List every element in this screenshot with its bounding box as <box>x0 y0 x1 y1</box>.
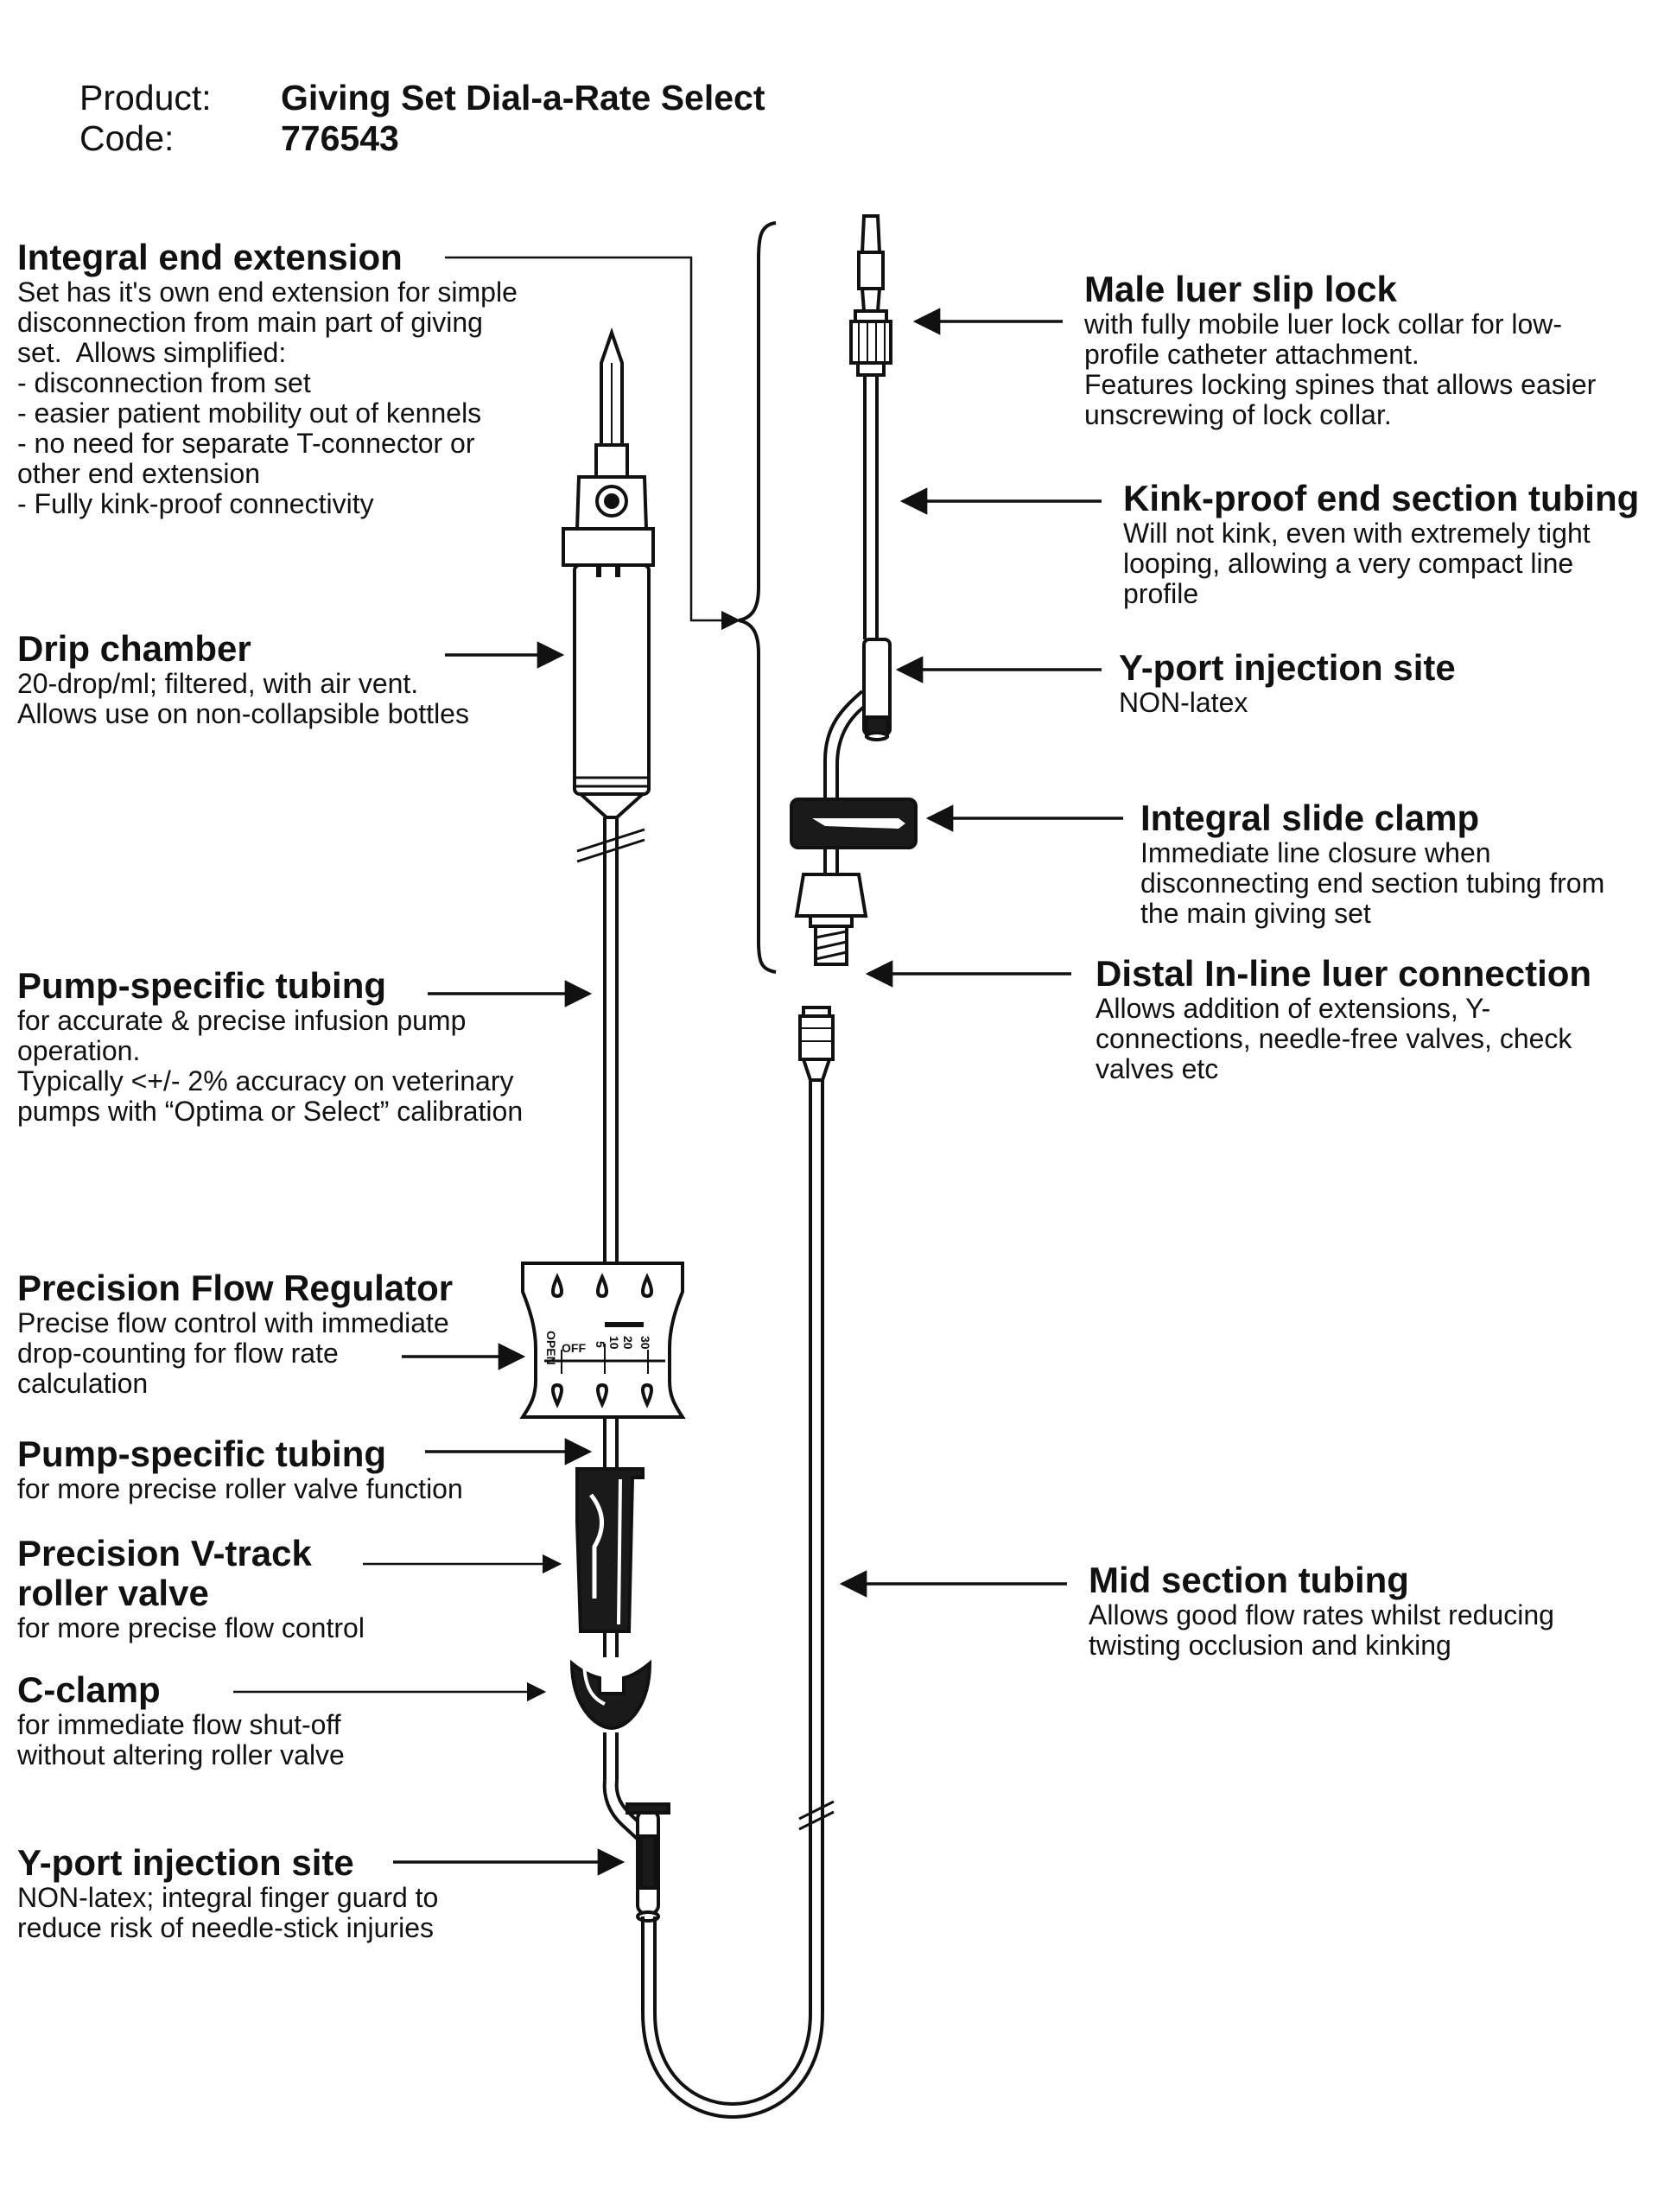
annotation-roller-valve: Precision V-track roller valve for more … <box>17 1534 365 1643</box>
annotation-desc: Set has it's own end extension for simpl… <box>17 276 518 519</box>
lower-y-port <box>626 1802 670 1923</box>
annotation-distal-luer: Distal In-line luer connection Allows ad… <box>1096 954 1591 1084</box>
leader-lines <box>233 256 1123 1876</box>
drip-chamber <box>562 475 655 819</box>
male-luer-slip-lock <box>849 214 892 377</box>
annotation-title: Male luer slip lock <box>1084 269 1397 309</box>
roller-valve <box>575 1467 645 1633</box>
scale-off: OFF <box>562 1341 586 1355</box>
annotation-flow-regulator: Precision Flow Regulator Precise flow co… <box>17 1268 453 1399</box>
annotation-desc: 20-drop/ml; filtered, with air vent. All… <box>17 668 469 729</box>
annotation-desc: with fully mobile luer lock collar for l… <box>1084 308 1597 430</box>
product-label: Product: <box>79 78 212 118</box>
annotation-desc: Immediate line closure when disconnectin… <box>1140 837 1605 929</box>
annotation-desc: for accurate & precise infusion pump ope… <box>17 1005 524 1127</box>
annotation-title: Pump-specific tubing <box>17 965 387 1006</box>
scale-30: 30 <box>638 1336 652 1350</box>
annotation-desc: NON-latex; integral finger guard to redu… <box>17 1882 439 1943</box>
c-clamp <box>569 1658 652 1731</box>
annotation-kink-proof: Kink-proof end section tubing Will not k… <box>1123 479 1639 609</box>
annotation-title: Integral slide clamp <box>1140 798 1480 838</box>
annotation-title: Pump-specific tubing <box>17 1433 387 1474</box>
scale-10: 10 <box>607 1336 621 1350</box>
kink-proof-tubing <box>823 375 879 847</box>
annotation-desc: for more precise roller valve function <box>17 1473 463 1504</box>
end-connector <box>794 848 868 966</box>
annotation-desc: Will not kink, even with extremely tight… <box>1123 518 1591 609</box>
regulator-scale: OPEN OFF 5 10 20 30 <box>544 1331 652 1365</box>
annotation-mid-section: Mid section tubing Allows good flow rate… <box>1089 1560 1554 1661</box>
annotation-drip-chamber: Drip chamber 20-drop/ml; filtered, with … <box>17 629 469 729</box>
distal-female-luer <box>798 1006 835 1082</box>
product-code: 776543 <box>281 118 399 158</box>
annotation-title-line2: roller valve <box>17 1573 209 1613</box>
annotation-desc: NON-latex <box>1119 687 1248 718</box>
annotation-y-port-lower: Y-port injection site NON-latex; integra… <box>17 1843 438 1943</box>
flow-regulator <box>519 1262 686 1419</box>
annotation-title: Y-port injection site <box>1119 647 1456 688</box>
annotation-title: C-clamp <box>17 1669 161 1710</box>
annotation-y-port-upper: Y-port injection site NON-latex <box>1119 648 1456 718</box>
annotation-title: Mid section tubing <box>1089 1560 1409 1600</box>
spike <box>594 327 629 480</box>
upper-y-port <box>862 638 892 741</box>
loop-tubing <box>641 1037 835 2119</box>
annotation-pump-tubing-2: Pump-specific tubing for more precise ro… <box>17 1434 463 1504</box>
annotation-title: Y-port injection site <box>17 1842 354 1883</box>
annotation-title: Integral end extension <box>17 237 403 277</box>
annotation-integral-end-extension: Integral end extension Set has it's own … <box>17 238 518 519</box>
annotation-title: Precision Flow Regulator <box>17 1268 454 1308</box>
annotation-male-luer: Male luer slip lock with fully mobile lu… <box>1084 270 1596 430</box>
annotation-title: Kink-proof end section tubing <box>1123 478 1640 518</box>
scale-open: OPEN <box>544 1331 558 1365</box>
annotation-c-clamp: C-clamp for immediate flow shut-off with… <box>17 1670 345 1770</box>
product-name: Giving Set Dial-a-Rate Select <box>281 78 765 118</box>
annotation-desc: Allows good flow rates whilst reducing t… <box>1089 1599 1554 1661</box>
scale-5: 5 <box>594 1341 607 1348</box>
annotation-pump-tubing-1: Pump-specific tubing for accurate & prec… <box>17 966 523 1127</box>
annotation-slide-clamp: Integral slide clamp Immediate line clos… <box>1140 798 1604 929</box>
slide-clamp <box>790 798 918 849</box>
annotation-title-line1: Precision V-track <box>17 1533 312 1573</box>
annotation-title: Distal In-line luer connection <box>1096 953 1592 994</box>
main-tubing <box>576 817 654 1847</box>
annotation-desc: for immediate flow shut-off without alte… <box>17 1709 345 1770</box>
annotation-desc: for more precise flow control <box>17 1612 365 1643</box>
annotation-desc: Allows addition of extensions, Y- connec… <box>1096 993 1572 1084</box>
end-extension-brace <box>738 221 777 974</box>
code-label: Code: <box>79 118 175 158</box>
annotation-desc: Precise flow control with immediate drop… <box>17 1307 449 1399</box>
scale-20: 20 <box>621 1336 635 1350</box>
annotation-title: Drip chamber <box>17 628 251 669</box>
